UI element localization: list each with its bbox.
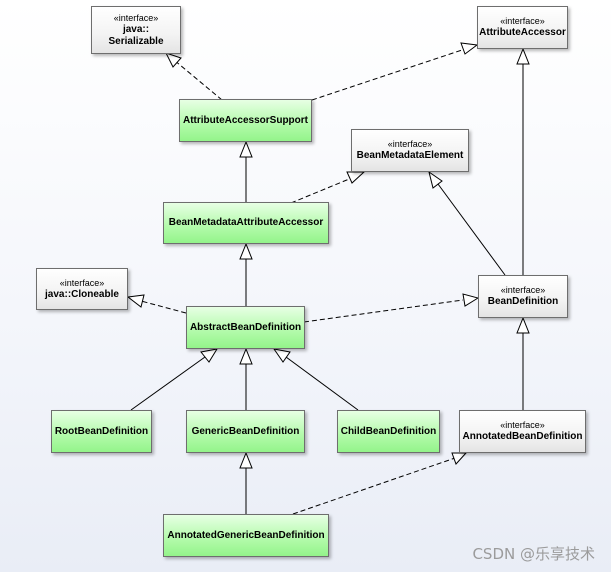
node-title: BeanMetadataAttributeAccessor — [168, 217, 324, 228]
node-title: java::Cloneable — [45, 288, 119, 300]
realization-arrowhead — [126, 294, 145, 308]
stereotype-label: «interface» — [500, 420, 545, 430]
generalization-arrowhead — [239, 242, 253, 260]
node-title: AttributeAccessor — [479, 27, 566, 38]
realization-arrowhead — [165, 52, 182, 68]
node-title: java:: — [122, 23, 150, 35]
attribute-accessor-support-node[interactable]: AttributeAccessorSupport — [179, 99, 312, 142]
annotated-bean-definition-node[interactable]: «interface» AnnotatedBeanDefinition — [459, 410, 586, 453]
stereotype-label: «interface» — [500, 285, 546, 295]
realization-line — [173, 59, 223, 101]
realization-line — [140, 300, 187, 314]
generalization-arrowhead — [428, 170, 443, 189]
generalization-line — [130, 356, 206, 411]
realization-arrowhead — [451, 452, 468, 465]
node-title: AbstractBeanDefinition — [189, 321, 302, 333]
generalization-arrowhead — [239, 451, 253, 469]
annotated-generic-bean-definition-node[interactable]: AnnotatedGenericBeanDefinition — [163, 514, 329, 557]
node-title: BeanMetadataElement — [356, 150, 464, 161]
stereotype-label: «interface» — [387, 139, 433, 149]
node-title: GenericBeanDefinition — [191, 425, 300, 437]
serializable-node[interactable]: «interface» java:: Serializable — [91, 6, 181, 54]
root-bean-definition-node[interactable]: RootBeanDefinition — [51, 410, 152, 453]
node-title: ChildBeanDefinition — [340, 425, 437, 437]
cloneable-node[interactable]: «interface» java::Cloneable — [36, 268, 128, 310]
stereotype-label: «interface» — [59, 277, 105, 288]
realization-arrowhead — [346, 171, 366, 184]
stereotype-label: «interface» — [113, 12, 159, 23]
attribute-accessor-node[interactable]: «interface» AttributeAccessor — [477, 6, 568, 49]
node-title: AnnotatedBeanDefinition — [462, 431, 583, 442]
realization-line — [311, 47, 469, 101]
stereotype-label: «interface» — [500, 16, 545, 26]
child-bean-definition-node[interactable]: ChildBeanDefinition — [337, 410, 440, 453]
realization-line — [292, 457, 456, 515]
node-title: RootBeanDefinition — [54, 425, 149, 437]
node-title: BeanDefinition — [487, 296, 559, 307]
abstract-bean-definition-node[interactable]: AbstractBeanDefinition — [186, 306, 305, 349]
realization-line — [290, 176, 355, 204]
node-title: AttributeAccessorSupport — [182, 114, 308, 126]
generalization-arrowhead — [516, 316, 530, 334]
generalization-line — [437, 183, 506, 276]
realization-arrowhead — [462, 293, 480, 307]
generalization-line — [285, 356, 359, 411]
bean-metadata-element-node[interactable]: «interface» BeanMetadataElement — [351, 129, 469, 172]
realization-arrowhead — [460, 42, 479, 55]
generalization-arrowhead — [239, 140, 253, 158]
generic-bean-definition-node[interactable]: GenericBeanDefinition — [186, 410, 305, 453]
bean-definition-node[interactable]: «interface» BeanDefinition — [478, 275, 568, 318]
watermark-text: CSDN @乐享技术 — [472, 545, 595, 563]
generalization-arrowhead — [200, 348, 219, 363]
realization-line — [303, 299, 464, 323]
generalization-arrowhead — [516, 47, 530, 65]
node-title-line2: Serializable — [108, 35, 164, 47]
node-title: AnnotatedGenericBeanDefinition — [167, 529, 325, 541]
bean-metadata-attribute-accessor-node[interactable]: BeanMetadataAttributeAccessor — [163, 202, 329, 244]
generalization-arrowhead — [239, 347, 253, 365]
generalization-arrowhead — [272, 348, 291, 363]
